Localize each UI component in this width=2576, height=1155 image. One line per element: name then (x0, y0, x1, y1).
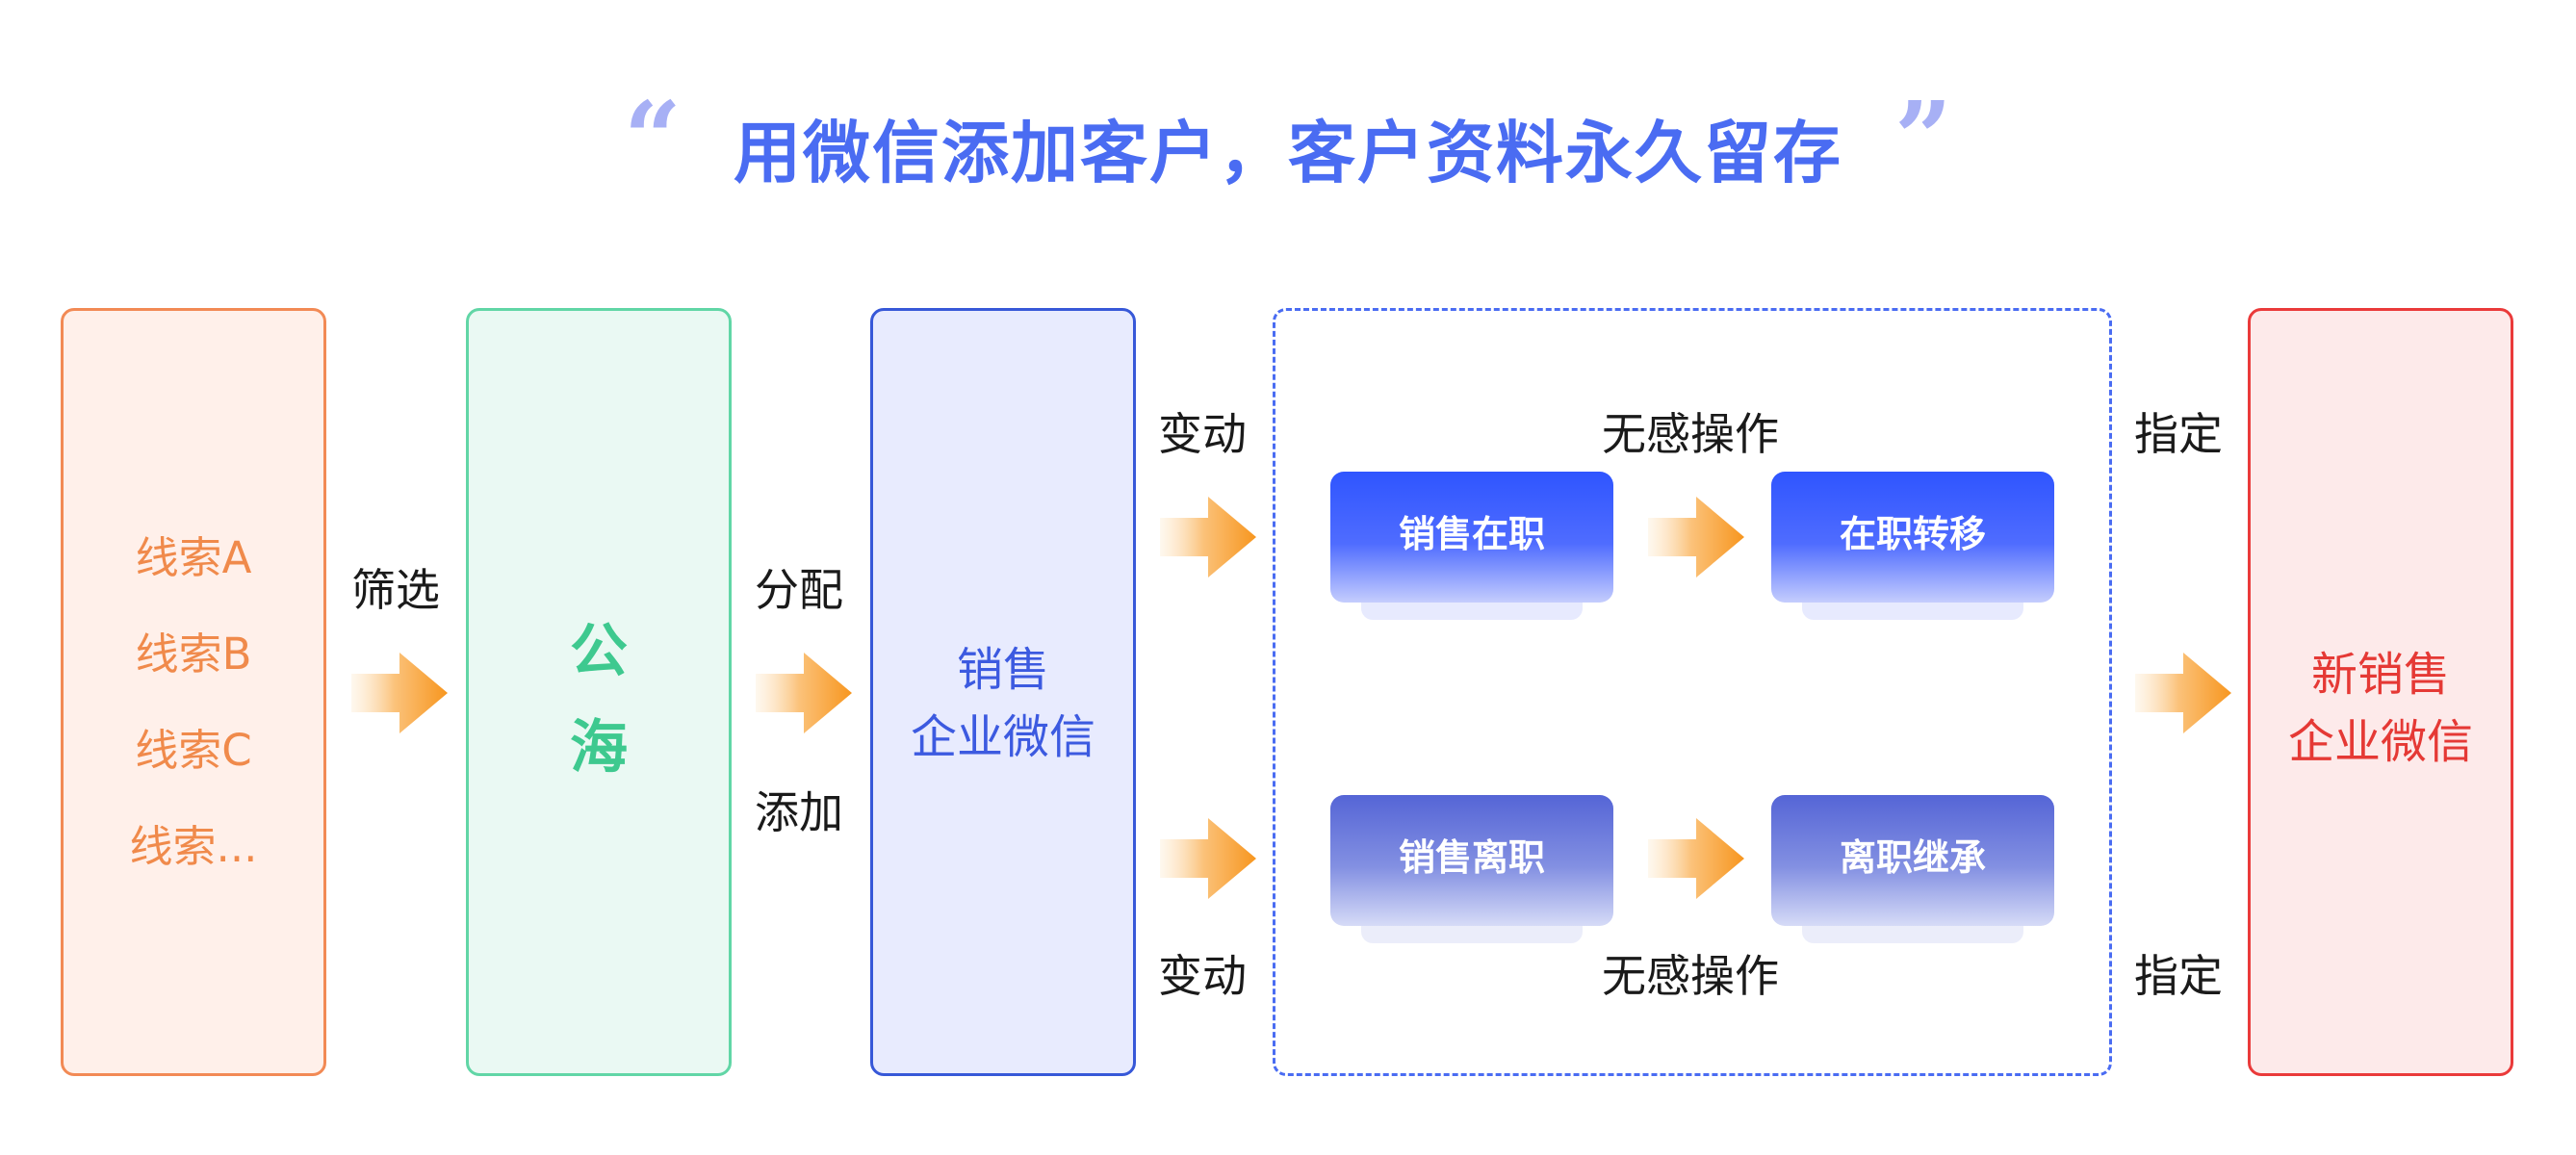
open-quote-icon: “ (624, 79, 682, 197)
sales-wecom-box: 销售 企业微信 (870, 308, 1136, 1076)
sales-resigned-card: 销售离职 (1330, 795, 1613, 943)
lead-item: 线索A (135, 532, 252, 583)
add-label: 添加 (755, 786, 843, 838)
seamless-label-bottom: 无感操作 (1602, 950, 1779, 1002)
sales-active-label: 销售在职 (1398, 513, 1545, 555)
transfer-active-label: 在职转移 (1839, 513, 1986, 555)
arrow-right-icon (756, 653, 852, 733)
lead-item: 线索C (135, 725, 252, 776)
transfer-active-card: 在职转移 (1771, 472, 2054, 620)
filter-label: 筛选 (351, 564, 440, 616)
change-label-bottom: 变动 (1158, 950, 1247, 1002)
public-pool-line1: 公 (570, 618, 628, 685)
arrow-right-icon (1160, 497, 1256, 578)
seamless-label-top: 无感操作 (1602, 408, 1779, 460)
sales-wecom-line2: 企业微信 (910, 710, 1095, 764)
inherit-resigned-card: 离职继承 (1771, 795, 2054, 943)
new-sales-wecom-box: 新销售 企业微信 (2248, 308, 2513, 1076)
assign-label: 分配 (755, 564, 843, 616)
new-sales-wecom-line2: 企业微信 (2287, 715, 2473, 769)
page-title: 用微信添加客户，客户资料永久留存 (734, 114, 1842, 192)
card-face (1771, 472, 2054, 603)
seamless-operation-region (1273, 308, 2112, 1076)
card-face (1330, 795, 1613, 926)
arrow-right-icon (1648, 497, 1744, 578)
designate-label-top: 指定 (2134, 408, 2223, 460)
arrow-right-icon (2135, 653, 2231, 733)
sales-resigned-label: 销售离职 (1398, 836, 1545, 879)
sales-wecom-line1: 销售 (956, 643, 1049, 697)
card-face (1330, 472, 1613, 603)
public-pool-line2: 海 (570, 714, 628, 782)
sales-active-card: 销售在职 (1330, 472, 1613, 620)
inherit-resigned-label: 离职继承 (1839, 836, 1986, 879)
arrow-right-icon (351, 653, 448, 733)
lead-item: 线索B (135, 629, 252, 680)
arrow-right-icon (1648, 818, 1744, 899)
public-pool-box: 公 海 (466, 308, 732, 1076)
designate-label-bottom: 指定 (2134, 950, 2223, 1002)
arrow-right-icon (1160, 818, 1256, 899)
card-face (1771, 795, 2054, 926)
change-label-top: 变动 (1158, 408, 1247, 460)
leads-box: 线索A 线索B 线索C 线索... (61, 308, 326, 1076)
close-quote-icon: ” (1894, 79, 1952, 197)
lead-item: 线索... (129, 821, 258, 872)
new-sales-wecom-line1: 新销售 (2310, 648, 2450, 702)
